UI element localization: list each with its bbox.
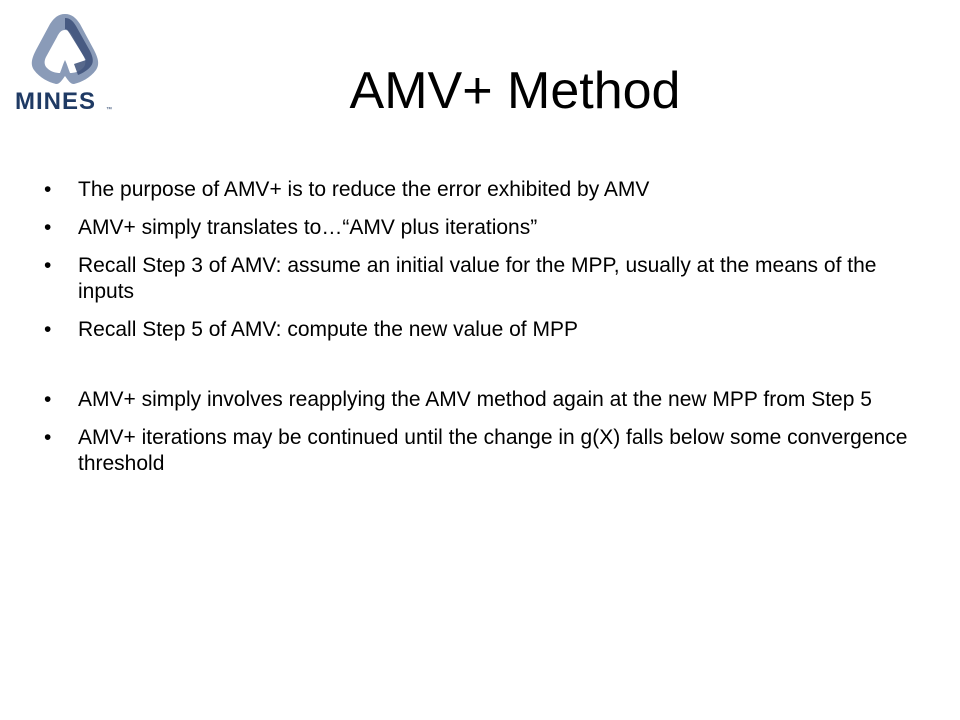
shield-accent-icon (65, 18, 93, 75)
bullet-item: • AMV+ simply involves reapplying the AM… (44, 387, 924, 413)
bullet-item: • AMV+ simply translates to…“AMV plus it… (44, 215, 924, 241)
bullet-text: Recall Step 3 of AMV: assume an initial … (78, 254, 877, 303)
mines-logo: MINES ™ (15, 14, 112, 115)
bullet-dot-icon: • (44, 178, 52, 201)
slide-title: AMV+ Method (349, 62, 681, 120)
bullet-text: AMV+ simply involves reapplying the AMV … (78, 388, 872, 411)
bullet-item: • The purpose of AMV+ is to reduce the e… (44, 177, 924, 203)
bullet-dot-icon: • (44, 318, 52, 341)
bullet-text: AMV+ iterations may be continued until t… (78, 426, 908, 475)
logo-trademark: ™ (106, 106, 112, 113)
bullet-list: • The purpose of AMV+ is to reduce the e… (44, 177, 924, 489)
bullet-text: The purpose of AMV+ is to reduce the err… (78, 178, 650, 201)
logo-wordmark: MINES (15, 88, 96, 115)
bullet-dot-icon: • (44, 216, 52, 239)
bullet-item: • Recall Step 3 of AMV: assume an initia… (44, 253, 924, 305)
bullet-text: Recall Step 5 of AMV: compute the new va… (78, 318, 578, 341)
bullet-text: AMV+ simply translates to…“AMV plus iter… (78, 216, 538, 239)
bullet-item: • AMV+ iterations may be continued until… (44, 425, 924, 477)
bullet-dot-icon: • (44, 254, 52, 277)
shield-inner-icon (44, 30, 86, 73)
bullet-item: • Recall Step 5 of AMV: compute the new … (44, 317, 924, 343)
bullet-dot-icon: • (44, 426, 52, 449)
bullet-dot-icon: • (44, 388, 52, 411)
